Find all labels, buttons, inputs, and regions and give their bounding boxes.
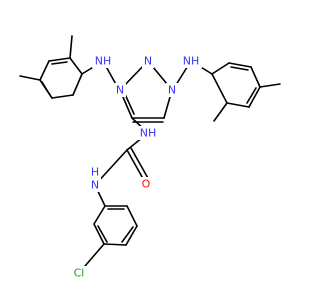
left-aryl-bond <box>48 57 71 62</box>
chlorophenyl-bond <box>103 243 127 246</box>
right-aryl-double <box>246 87 257 104</box>
triazine-n-top-label: N <box>144 55 152 68</box>
chlorophenyl-bond <box>93 205 106 225</box>
left-methyl-ortho <box>69 35 73 59</box>
left-aryl-bond <box>51 94 74 99</box>
bonds-layer <box>19 35 281 274</box>
right-methyl-ortho <box>213 102 228 122</box>
right-aryl-bond <box>226 102 250 108</box>
chlorophenyl-bond <box>93 223 105 245</box>
atom-labels-layer: NH NH N N N NH H N O Cl <box>69 54 202 280</box>
left-aryl-bond <box>72 73 83 96</box>
left-aryl-bond <box>39 60 50 81</box>
left-aryl-double <box>41 81 51 96</box>
carbonyl-o-label: O <box>142 178 151 191</box>
right-aryl-bond <box>211 62 230 75</box>
amide-n-label: N <box>91 179 99 192</box>
chlorophenyl-bond <box>125 225 138 246</box>
left-aryl-bond <box>69 57 83 75</box>
right-aryl-double <box>230 66 249 71</box>
left-aryl-double <box>51 61 68 65</box>
triazine-n-right-label: N <box>168 84 176 97</box>
carbonyl-double <box>130 147 150 181</box>
amide-h-label: H <box>91 166 99 179</box>
right-aryl-bond <box>250 66 261 88</box>
chlorine-label: Cl <box>74 267 85 280</box>
nh-right-label: NH <box>183 55 200 68</box>
chlorophenyl-double <box>121 226 134 243</box>
chlorophenyl-bond <box>126 205 138 227</box>
right-methyl-para <box>259 83 281 88</box>
right-aryl-bond <box>228 62 252 68</box>
right-aryl-bond <box>248 86 261 108</box>
molecule-structure: NH NH N N N NH H N O Cl <box>19 35 281 280</box>
right-aryl-bond <box>211 73 228 104</box>
nh-left-label: NH <box>95 55 112 68</box>
chlorophenyl-double <box>97 225 108 243</box>
triazine-n-left-label: N <box>116 84 124 97</box>
left-methyl-para <box>19 75 41 81</box>
glycine-nh-label: NH <box>140 127 157 140</box>
